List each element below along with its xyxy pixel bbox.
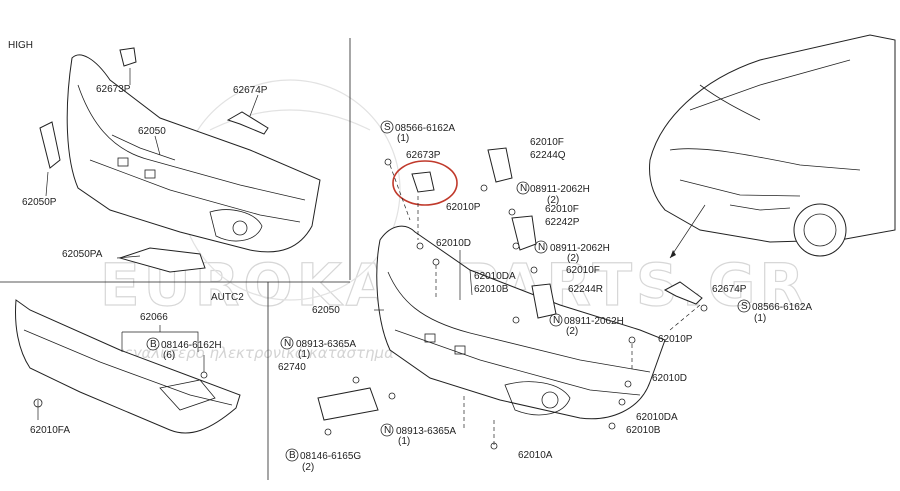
callout-62010FA: 62010FA [30, 425, 70, 436]
callout-62244Q: 62244Q [530, 150, 566, 161]
circle-letter-n1: N [520, 183, 527, 194]
callout-62010F-c: 62010F [566, 265, 600, 276]
circle-letter-n4: N [284, 338, 291, 349]
callout-08913-6365A-b: 08913-6365A [396, 426, 456, 437]
part-62673P-high [119, 47, 137, 67]
callout-08911-2062H-a: 08911-2062H [530, 184, 590, 195]
part-62244Q [487, 147, 513, 183]
part-62674P-main [663, 281, 703, 305]
bumper-main [376, 225, 666, 420]
callout-08913-6365A-b-qty: (1) [398, 436, 410, 447]
callout-08146-6165G-qty: (2) [302, 462, 314, 473]
callout-62010P-b: 62010P [658, 334, 693, 345]
circle-letter-b2: B [289, 450, 296, 461]
callout-62673P-main: 62673P [406, 150, 441, 161]
callout-08146-6162H: 08146-6162H [161, 340, 222, 351]
callout-62050PA: 62050PA [62, 249, 103, 260]
callout-08911-2062H-b-qty: (2) [567, 253, 579, 264]
callout-62010A: 62010A [518, 450, 553, 461]
callout-62244R: 62244R [568, 284, 603, 295]
callout-08911-2062H-b: 08911-2062H [550, 243, 610, 254]
callout-62050P: 62050P [22, 197, 57, 208]
bumper-auto-lower [15, 299, 241, 434]
circle-letter-b1: B [150, 339, 157, 350]
callout-08566-6162A-b: 08566-6162A [752, 302, 812, 313]
section-label-auto: AUTC2 [211, 292, 244, 303]
callout-08913-6365A-a-qty: (1) [298, 349, 310, 360]
callout-08566-6162A-b-qty: (1) [754, 313, 766, 324]
circle-b-08146-6162H [146, 337, 160, 351]
callout-62242P: 62242P [545, 217, 580, 228]
callout-62010D-b: 62010D [652, 373, 687, 384]
section-label-high: HIGH [8, 40, 33, 51]
callout-62010F-a: 62010F [530, 137, 564, 148]
bumper-high [66, 54, 321, 253]
callout-62050-main: 62050 [312, 305, 340, 316]
callout-08146-6162H-qty: (6) [163, 350, 175, 361]
callout-62740: 62740 [278, 362, 306, 373]
circle-letter-n5: N [384, 425, 391, 436]
part-62740 [317, 387, 379, 421]
vehicle-illustration [649, 34, 896, 257]
part-62050P [39, 121, 61, 169]
callout-08566-6162A-a: 08566-6162A [395, 123, 455, 134]
callout-62673P-high: 62673P [96, 84, 131, 95]
highlight-circle [392, 160, 458, 206]
circle-letter-s2: S [741, 301, 748, 312]
callout-62066: 62066 [140, 312, 168, 323]
callout-08911-2062H-c-qty: (2) [566, 326, 578, 337]
callout-08911-2062H-a-qty: (2) [547, 195, 559, 206]
callout-62010P-a: 62010P [446, 202, 481, 213]
circle-letter-n2: N [538, 242, 545, 253]
circle-letter-n3: N [553, 315, 560, 326]
part-62050PA [118, 247, 206, 273]
part-62674P-high [226, 111, 269, 135]
callout-62674P-main: 62674P [712, 284, 747, 295]
callout-62010B-a: 62010B [474, 284, 509, 295]
callout-62050-high: 62050 [138, 126, 166, 137]
circle-letter-s1: S [384, 122, 391, 133]
callout-62010B-b: 62010B [626, 425, 661, 436]
callout-08146-6165G: 08146-6165G [300, 451, 361, 462]
part-62673P-main [411, 171, 435, 193]
callout-08913-6365A-a: 08913-6365A [296, 339, 356, 350]
part-62242P [511, 215, 537, 251]
callout-62010DA-a: 62010DA [474, 271, 516, 282]
callout-62010DA-b: 62010DA [636, 412, 678, 423]
callout-08566-6162A-a-qty: (1) [397, 133, 409, 144]
callout-62674P-high: 62674P [233, 85, 268, 96]
callout-62010F-b: 62010F [545, 204, 579, 215]
callout-08911-2062H-c: 08911-2062H [564, 316, 624, 327]
callout-62010D-a: 62010D [436, 238, 471, 249]
